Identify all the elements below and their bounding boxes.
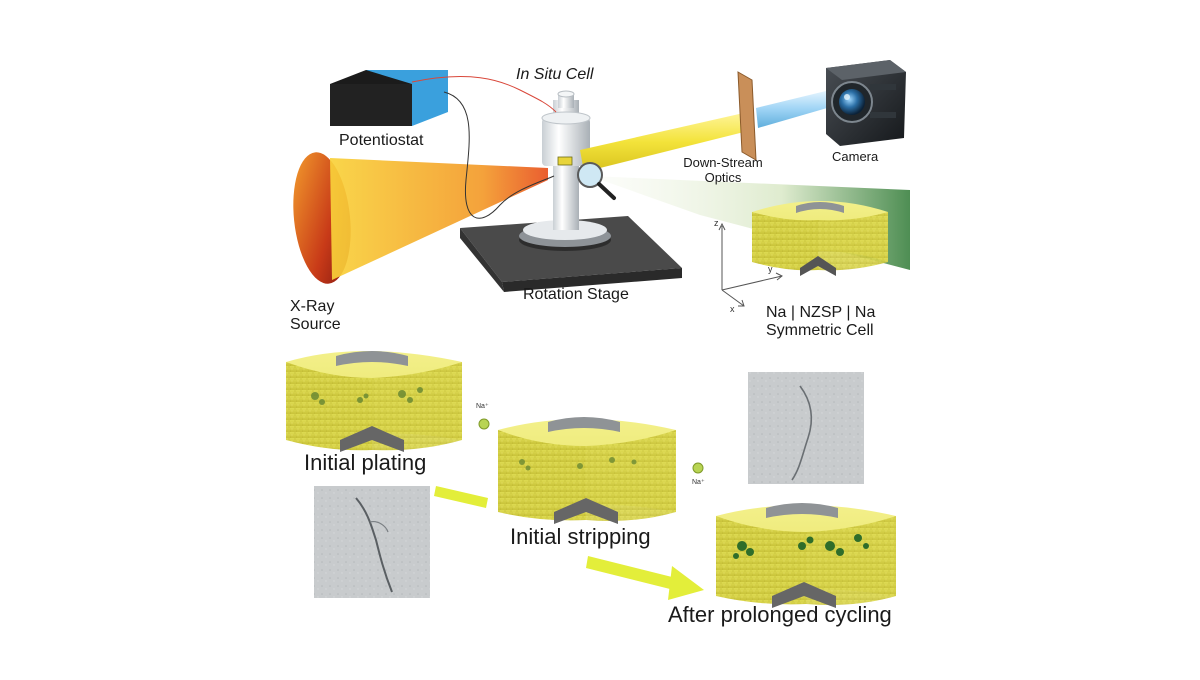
- axis-label-z: z: [714, 218, 719, 228]
- label-rotation-stage: Rotation Stage: [523, 286, 629, 303]
- na-ion-2: [692, 462, 704, 474]
- magnifier-lens: [577, 162, 603, 188]
- camera-body: [826, 60, 906, 146]
- cell-initial-plating: [286, 351, 462, 452]
- label-initial-plating: Initial plating: [304, 450, 427, 475]
- transmitted-beam: [580, 112, 752, 172]
- down-stream-optics-plate: [737, 71, 757, 161]
- label-xray-source: X-Ray Source: [290, 298, 341, 335]
- coordinate-axes: [718, 222, 783, 307]
- potentiostat-box: [330, 70, 448, 126]
- label-down-stream-line1: Down-Stream: [683, 155, 763, 170]
- label-down-stream-line2: Optics: [704, 169, 742, 185]
- label-xray-line2: Source: [290, 316, 341, 334]
- axis-label-y: y: [768, 264, 773, 274]
- light-beam: [756, 90, 834, 128]
- label-in-situ-cell: In Situ Cell: [516, 66, 594, 83]
- label-xray-line1: X-Ray: [290, 298, 335, 315]
- label-cell-line2: Symmetric Cell: [766, 322, 874, 340]
- flow-arrow-1: [434, 486, 488, 508]
- black-wire: [443, 91, 555, 219]
- cell-after-prolonged-cycling: [716, 503, 896, 608]
- na-ion-label-1: Na⁺: [476, 403, 489, 410]
- na-ion-label-2: Na⁺: [692, 479, 705, 486]
- xray-image-2: [748, 372, 864, 484]
- label-after-prolonged-cycling: After prolonged cycling: [668, 602, 892, 627]
- label-initial-stripping: Initial stripping: [510, 524, 651, 549]
- flow-arrow-2: [586, 556, 704, 600]
- na-ion-1: [478, 418, 490, 430]
- label-down-stream-optics: Down-Stream Optics: [674, 155, 772, 186]
- label-camera: Camera: [832, 149, 879, 164]
- symmetric-cell-model: [752, 201, 888, 276]
- cell-initial-stripping: [498, 417, 676, 524]
- label-cell-line1: Na | NZSP | Na: [766, 304, 876, 321]
- xray-image-1: [314, 486, 430, 598]
- xray-beam: [330, 158, 548, 280]
- axis-label-x: x: [730, 304, 735, 314]
- red-wire: [411, 76, 557, 113]
- label-symmetric-cell: Na | NZSP | Na Symmetric Cell: [766, 304, 875, 341]
- label-potentiostat: Potentiostat: [339, 132, 424, 149]
